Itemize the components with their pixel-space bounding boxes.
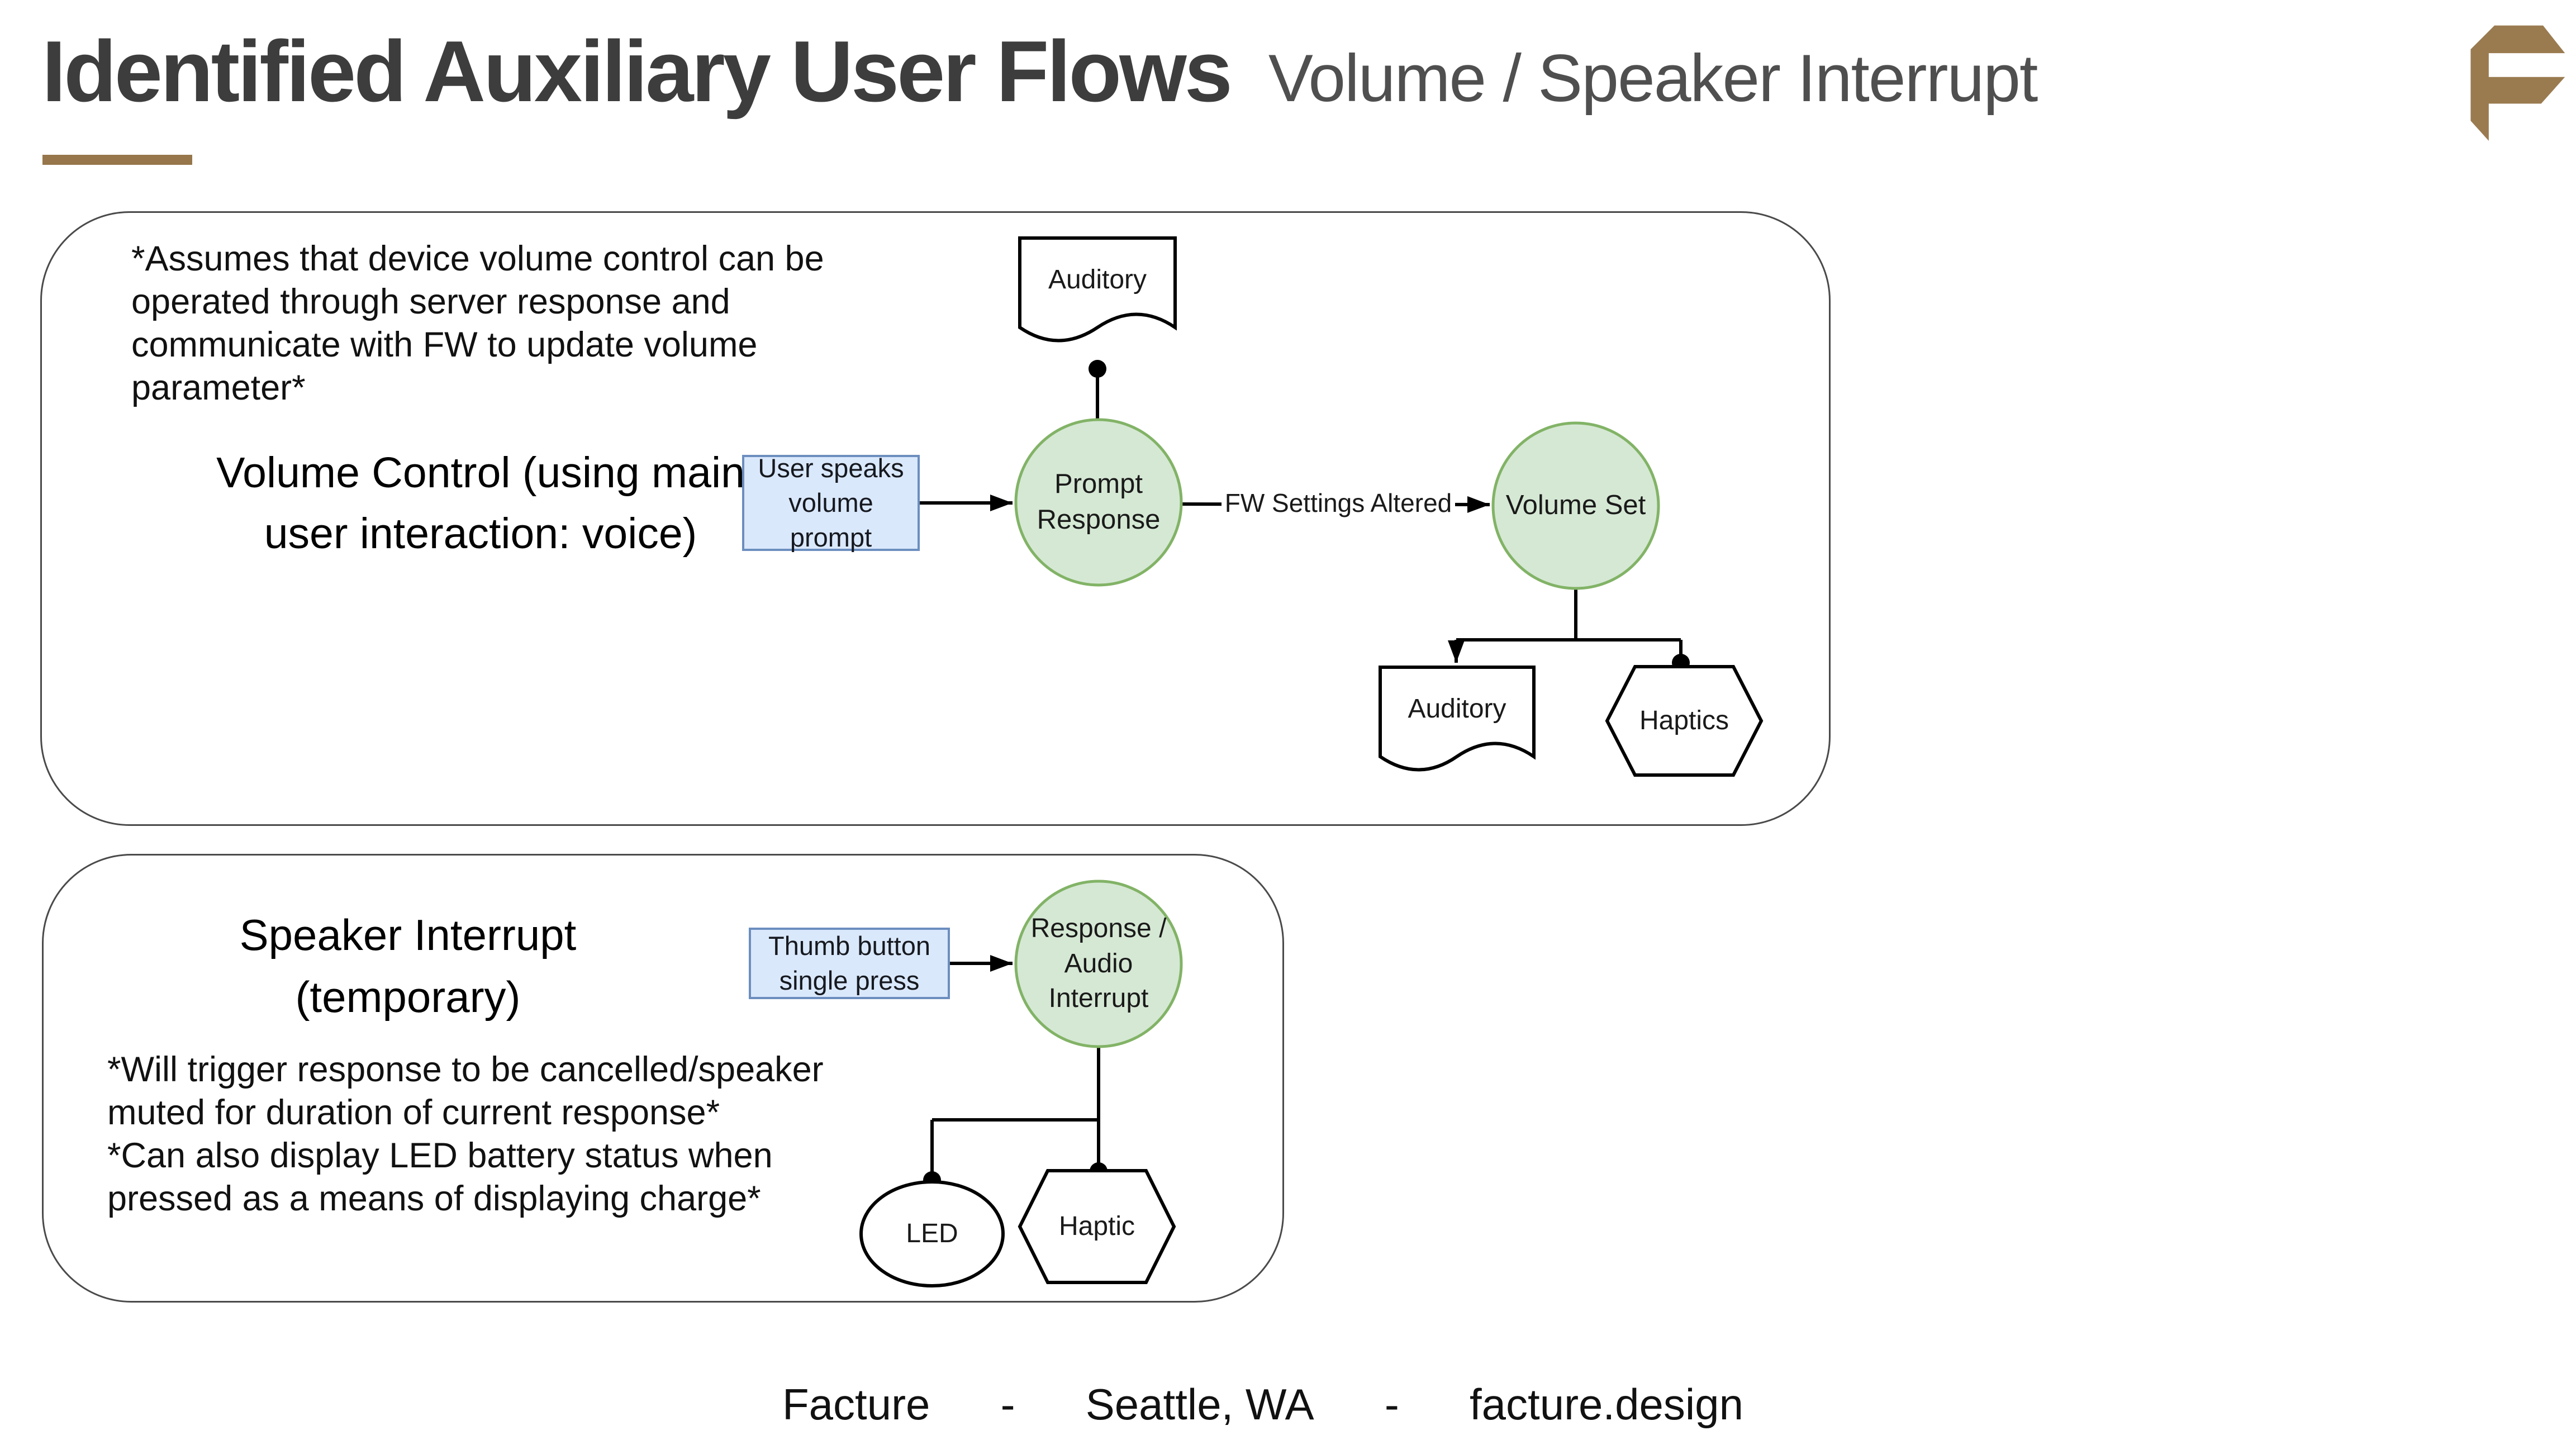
volume-set-label: Volume Set — [1505, 490, 1646, 521]
connector-dot-auditory-top — [1089, 360, 1106, 378]
header: Identified Auxiliary User Flows Volume /… — [42, 23, 2038, 120]
haptic-label: Haptic — [1058, 1211, 1135, 1241]
user-speaks-input-node: User speaks volume prompt — [742, 453, 920, 552]
led-ellipse-shape — [859, 1180, 1005, 1287]
auditory-out-label: Auditory — [1408, 693, 1506, 724]
prompt-response-label: Prompt Response — [1037, 469, 1161, 535]
response-audio-interrupt-label: Response / Audio Interrupt — [1030, 914, 1167, 1014]
prompt-response-node-shape — [1014, 418, 1183, 587]
volume-set-node-shape — [1491, 421, 1660, 590]
footer-company: Facture — [782, 1380, 930, 1429]
title-underline — [42, 155, 192, 165]
volume-control-note: *Assumes that device volume control can … — [131, 239, 824, 407]
page-title: Identified Auxiliary User Flows — [42, 23, 1233, 120]
led-label: LED — [906, 1218, 958, 1248]
speaker-interrupt-panel — [42, 854, 1284, 1303]
response-audio-interrupt-node-shape — [1014, 880, 1183, 1048]
auditory-top-label: Auditory — [1048, 264, 1147, 294]
fw-settings-altered-edge-label: FW Settings Altered — [1207, 482, 1470, 524]
page-subtitle: Volume / Speaker Interrupt — [1268, 41, 2038, 116]
footer-separator-1: - — [1000, 1380, 1015, 1429]
haptics-label: Haptics — [1639, 705, 1729, 735]
haptics-hexagon-shape — [1605, 665, 1764, 777]
footer-website: facture.design — [1469, 1380, 1743, 1429]
facture-logo-icon — [2470, 25, 2565, 141]
auditory-top-document-shape — [1018, 236, 1177, 343]
speaker-interrupt-note: *Will trigger response to be cancelled/s… — [107, 1050, 824, 1218]
haptic-hexagon-shape — [1018, 1169, 1176, 1284]
footer: Facture - Seattle, WA - facture.design — [782, 1379, 1743, 1430]
thumb-button-input-node: Thumb button single press — [749, 928, 950, 999]
volume-control-panel — [40, 211, 1831, 826]
footer-location: Seattle, WA — [1085, 1380, 1314, 1429]
volume-control-title: Volume Control (using main user interact… — [216, 449, 745, 558]
speaker-interrupt-title: Speaker Interrupt (temporary) — [239, 910, 577, 1021]
footer-separator-2: - — [1384, 1380, 1399, 1429]
auditory-out-document-shape — [1379, 666, 1536, 772]
